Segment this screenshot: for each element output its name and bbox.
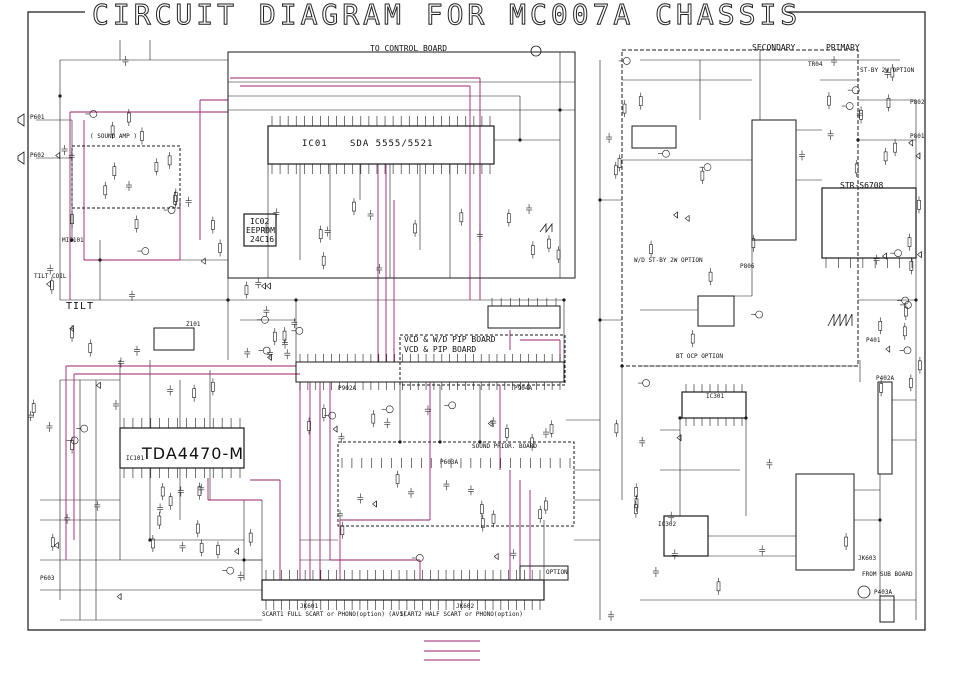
ic02-body [243, 213, 277, 247]
junction [598, 198, 602, 202]
label-jk603: JK603 [858, 555, 877, 562]
label-p402a: P402A [876, 375, 895, 382]
label-p801: P801 [910, 133, 925, 140]
p403a-connector [879, 595, 895, 623]
vcd-pip-connector [295, 361, 565, 383]
junction [438, 440, 442, 444]
ic01-body [267, 125, 495, 165]
label-p601: P601 [30, 114, 45, 121]
label-jk601: JK601 [300, 603, 319, 610]
wiring [36, 40, 917, 621]
scart-strip [261, 579, 545, 601]
junction [856, 138, 860, 142]
label-sound-prior: SOUND PRIOR. BOARD [472, 443, 538, 450]
junction [518, 138, 522, 142]
junction [98, 258, 102, 262]
label-eeprom-part: 24C16 [250, 235, 275, 244]
label-ic301: IC301 [706, 393, 725, 400]
label-p401: P401 [866, 337, 881, 344]
label-ic302: IC302 [658, 521, 677, 528]
label-stby-option: ST-BY 2W OPTION [860, 67, 915, 74]
sheet-border [27, 11, 926, 631]
label-sda: SDA 5555/5521 [350, 139, 434, 149]
label-tilt-coil: TILT COIL [34, 273, 67, 280]
label-p806: P806 [740, 263, 755, 270]
ic-small-2 [697, 295, 735, 327]
label-str-s6708: STR-S6708 [840, 181, 884, 190]
label-option: OPTION [546, 569, 568, 576]
label-p904a: P904A [514, 385, 533, 392]
label-to-control-board: TO CONTROL BOARD [370, 44, 448, 53]
junction [878, 518, 882, 522]
label-primary: PRIMARY [826, 43, 860, 52]
ic-small-3 [631, 125, 677, 149]
label-sound-amp: ( SOUND AMP ) [90, 133, 137, 140]
junction [58, 94, 62, 98]
label-p902a: P902A [338, 385, 357, 392]
label-from-sub-board: FROM SUB BOARD [862, 571, 913, 578]
junction [148, 538, 152, 542]
label-p802: P802 [910, 99, 925, 106]
junction [744, 416, 748, 420]
main-board-outline [227, 51, 576, 279]
output-waveforms [539, 222, 853, 327]
label-p603: P603 [40, 575, 55, 582]
option-box [519, 565, 569, 581]
str-s6708-box [821, 187, 917, 259]
label-jk602: JK602 [456, 603, 475, 610]
junction [242, 558, 246, 562]
label-secondary: SECONDARY [752, 43, 796, 52]
components [27, 55, 922, 621]
label-ic01: IC01 [302, 139, 328, 149]
junction [620, 364, 624, 368]
ic-pins [123, 116, 913, 610]
diagram-title: CIRCUIT DIAGRAM FOR MC007A CHASSIS [91, 0, 802, 32]
module-outlines [71, 49, 917, 623]
label-ic02: IC02 [250, 217, 270, 226]
junction [70, 238, 74, 242]
label-p603a: P603A [440, 459, 459, 466]
junction [226, 298, 230, 302]
label-ic101: IC101 [126, 455, 145, 462]
junction [398, 440, 402, 444]
junction [914, 298, 918, 302]
junction [478, 440, 482, 444]
label-tda4470: TDA4470-M [142, 444, 245, 463]
p402a-connector [877, 381, 893, 475]
junction [558, 108, 562, 112]
sound-prior-box [337, 441, 575, 527]
secondary-primary-box [621, 49, 859, 367]
label-vcd-pip: VCD & PIP BOARD [404, 345, 477, 354]
label-vcd-wd-pip: VCD & W/D PIP BOARD [404, 335, 496, 344]
junction [598, 318, 602, 322]
label-wd-stby: W/D ST-BY 2W OPTION [634, 257, 703, 264]
junction-dots [58, 94, 918, 562]
label-scart2: SCART2 HALF SCART or PHONO(option) [400, 611, 523, 618]
z101-body [153, 327, 195, 351]
label-bt-ocp: BT OCP OPTION [676, 353, 723, 360]
junction [678, 416, 682, 420]
junction [562, 298, 566, 302]
label-scart1: SCART1 FULL SCART or PHONO(option) (AV1) [262, 611, 407, 618]
tda4470-body [119, 427, 245, 469]
label-p403a: P403A [874, 589, 893, 596]
label-tilt: TILT [66, 301, 95, 312]
ic301-body [681, 391, 747, 419]
vcd-pip-box [399, 334, 566, 386]
label-tr04: TR04 [808, 61, 823, 68]
label-z101: Z101 [186, 321, 201, 328]
label-p602: P602 [30, 152, 45, 159]
legend-lines [424, 640, 480, 661]
zener-speaker-symbols [17, 45, 871, 599]
sub-board-connector [795, 473, 855, 571]
label-eeprom: EEPROM [246, 226, 275, 235]
ic-small-1 [487, 305, 561, 329]
ic302-body [663, 515, 709, 557]
junction [294, 298, 298, 302]
flyback-transformer [751, 119, 797, 241]
label-mic101: MIC101 [62, 237, 84, 244]
